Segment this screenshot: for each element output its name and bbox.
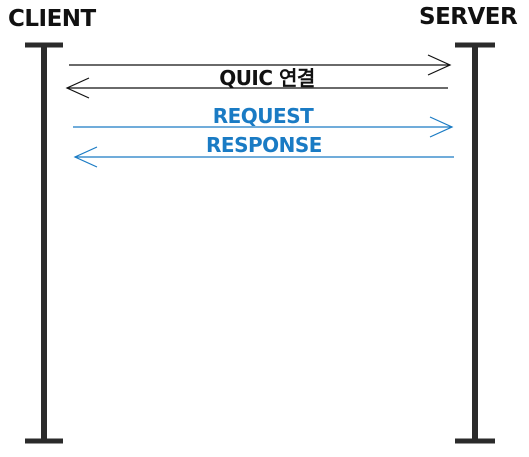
response-arrow <box>73 146 454 168</box>
client-lifeline <box>25 42 63 444</box>
server-label: SERVER <box>419 4 518 30</box>
request-arrow <box>73 116 454 138</box>
handshake-response-arrow <box>65 77 448 99</box>
handshake-request-arrow <box>69 54 452 76</box>
client-label: CLIENT <box>8 6 97 32</box>
response-label: RESPONSE <box>206 133 322 157</box>
request-label: REQUEST <box>213 104 314 128</box>
quic-connection-label: QUIC 연결 <box>219 66 315 90</box>
server-lifeline <box>455 42 495 444</box>
